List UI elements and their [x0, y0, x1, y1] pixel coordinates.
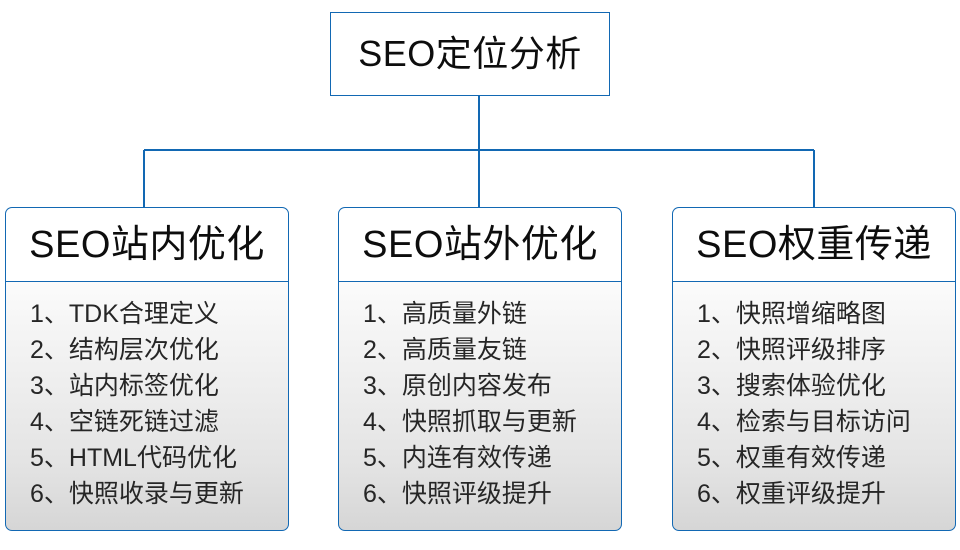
root-node[interactable]: SEO定位分析 — [330, 12, 610, 96]
branch-header-off-site[interactable]: SEO站外优化 — [338, 207, 622, 281]
branch-header-on-site[interactable]: SEO站内优化 — [5, 207, 289, 281]
branch-header-label: SEO站外优化 — [362, 223, 598, 266]
branch-item-list: 1、快照增缩略图 2、快照评级排序 3、搜索体验优化 4、检索与目标访问 5、权… — [673, 296, 955, 512]
list-item: 2、快照评级排序 — [697, 336, 886, 364]
branch-column-weight-transfer[interactable]: SEO权重传递 1、快照增缩略图 2、快照评级排序 3、搜索体验优化 4、检索与… — [672, 207, 956, 531]
list-item: 5、权重有效传递 — [697, 444, 886, 472]
list-item: 4、快照抓取与更新 — [363, 408, 577, 436]
list-item: 5、HTML代码优化 — [30, 444, 237, 472]
root-node-label: SEO定位分析 — [358, 33, 582, 74]
branch-list-off-site: 1、高质量外链 2、高质量友链 3、原创内容发布 4、快照抓取与更新 5、内连有… — [338, 281, 622, 531]
list-item: 2、高质量友链 — [363, 336, 527, 364]
list-item: 3、搜索体验优化 — [697, 372, 886, 400]
branch-header-label: SEO权重传递 — [696, 223, 932, 266]
list-item: 2、结构层次优化 — [30, 336, 219, 364]
branch-list-weight-transfer: 1、快照增缩略图 2、快照评级排序 3、搜索体验优化 4、检索与目标访问 5、权… — [672, 281, 956, 531]
branch-column-off-site[interactable]: SEO站外优化 1、高质量外链 2、高质量友链 3、原创内容发布 4、快照抓取与… — [338, 207, 622, 531]
list-item: 4、空链死链过滤 — [30, 408, 219, 436]
branch-column-on-site[interactable]: SEO站内优化 1、TDK合理定义 2、结构层次优化 3、站内标签优化 4、空链… — [5, 207, 289, 531]
list-item: 3、站内标签优化 — [30, 372, 219, 400]
list-item: 1、TDK合理定义 — [30, 300, 219, 328]
list-item: 5、内连有效传递 — [363, 444, 552, 472]
list-item: 4、检索与目标访问 — [697, 408, 911, 436]
branch-item-list: 1、高质量外链 2、高质量友链 3、原创内容发布 4、快照抓取与更新 5、内连有… — [339, 296, 621, 512]
list-item: 1、高质量外链 — [363, 300, 527, 328]
list-item: 1、快照增缩略图 — [697, 300, 886, 328]
branch-item-list: 1、TDK合理定义 2、结构层次优化 3、站内标签优化 4、空链死链过滤 5、H… — [6, 296, 288, 512]
branch-list-on-site: 1、TDK合理定义 2、结构层次优化 3、站内标签优化 4、空链死链过滤 5、H… — [5, 281, 289, 531]
list-item: 6、快照评级提升 — [363, 480, 552, 508]
branch-header-weight-transfer[interactable]: SEO权重传递 — [672, 207, 956, 281]
branch-header-label: SEO站内优化 — [29, 223, 265, 266]
list-item: 6、权重评级提升 — [697, 480, 886, 508]
list-item: 6、快照收录与更新 — [30, 480, 244, 508]
list-item: 3、原创内容发布 — [363, 372, 552, 400]
